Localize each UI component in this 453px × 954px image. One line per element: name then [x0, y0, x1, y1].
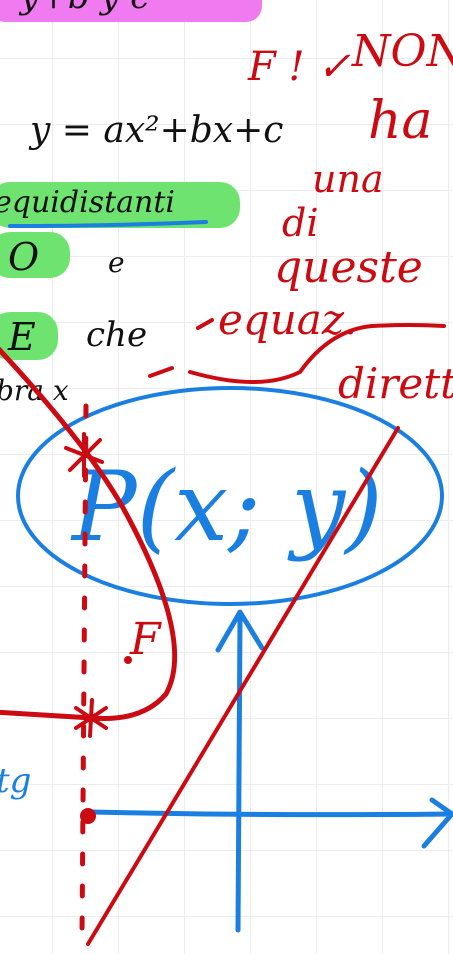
point-star-top	[64, 432, 104, 478]
che-text: che	[86, 315, 147, 355]
x-axis-arrow	[421, 797, 453, 849]
point-label: P(x; y)	[70, 451, 383, 563]
pink-highlight	[0, 0, 262, 22]
highlight-o-text: O	[8, 235, 39, 279]
top-fragment-text: y+b y c	[18, 0, 149, 17]
red-note-line6: equaz.	[218, 295, 357, 344]
y-axis	[235, 615, 243, 933]
red-note-line7: direttr.	[338, 359, 453, 408]
red-separator-curve	[188, 323, 446, 384]
red-note-line5: queste	[274, 242, 423, 293]
point-ellipse	[16, 386, 444, 606]
red-marks: F ! ✓	[247, 44, 351, 90]
curve-label: F	[129, 614, 162, 665]
red-note-line2: ha	[368, 91, 433, 151]
red-note-line1: NON	[351, 26, 453, 77]
red-note-line3: una	[312, 157, 384, 201]
red-dashed-vertical	[79, 403, 89, 939]
red-directrix-line	[86, 426, 400, 946]
highlight-e-text: E	[7, 315, 36, 359]
conj-text: e	[108, 246, 125, 279]
red-parabola-curve	[0, 346, 178, 721]
green-highlight-1	[0, 182, 240, 228]
point-star-bottom	[74, 698, 108, 738]
equidistant-text: equidistanti	[0, 185, 175, 220]
y-axis-arrow	[215, 609, 265, 653]
underline-blue	[8, 220, 208, 228]
equation-text: y = ax²+bx+c	[28, 110, 283, 151]
x-axis	[89, 809, 453, 818]
red-dash-1	[148, 366, 174, 378]
red-note-line4: di	[282, 201, 318, 245]
red-dash-2	[196, 318, 214, 330]
curve-label-dot	[124, 656, 132, 664]
green-highlight-3	[0, 312, 58, 360]
side-blue-text: tg	[0, 761, 31, 801]
point-dot	[80, 808, 96, 824]
green-highlight-2	[0, 232, 70, 278]
